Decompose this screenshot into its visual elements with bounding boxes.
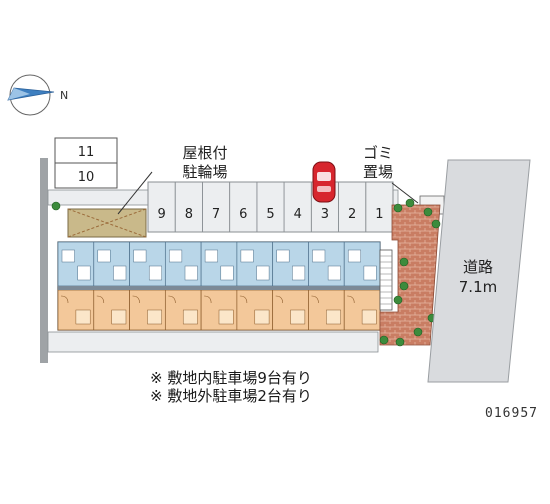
bicycle-parking: 屋根付 駐輪場 [67,144,228,238]
unit-closet [75,309,91,325]
compass-label: N [60,89,68,102]
south-boundary [47,331,379,353]
note-offsite-parking: ※ 敷地外駐車場2台有り [150,387,312,405]
unit-kitchen [77,265,91,281]
bicycle-parking-cross [67,208,147,238]
shrub-icon [393,295,403,305]
building-corridor [58,286,380,290]
unit-door-swing [239,295,248,304]
road-surface [427,159,531,383]
property-code: 016957 [485,406,538,421]
unit-bath [61,249,75,263]
car-icon [312,161,336,203]
unit-door-swing [60,295,69,304]
unit-door-swing [204,295,212,304]
unit-closet [111,309,127,325]
garbage-label: ゴミ [363,144,393,162]
unit-kitchen [220,265,234,281]
unit-door-swing [347,295,355,304]
unit-bath [133,249,147,263]
unit-closet [147,309,163,325]
road: 道路 7.1m [427,159,531,383]
bicycle-parking-label: 屋根付 [182,144,227,162]
shrub-icon [405,198,415,208]
unit-door-swing [132,295,140,304]
unit-closet [290,309,306,325]
parking-table-label: 10 [78,170,95,185]
bicycle-parking-label: 駐輪場 [182,163,227,181]
car-body [312,161,336,203]
parking-space-number: 4 [294,207,302,222]
unit-bath [169,249,183,263]
shrub-icon [399,257,409,267]
parking-space-number: 2 [348,207,356,222]
car-rear-window [317,186,331,192]
parking-space-number: 9 [157,207,165,222]
unit-bath [240,249,254,263]
shrub-icon [399,281,409,291]
unit-closet [361,309,377,325]
unit-kitchen [327,265,341,281]
unit-kitchen [363,265,377,281]
parking-table-label: 11 [78,145,95,160]
shrub-icon [423,207,433,217]
garbage-leader [391,182,419,204]
west-wall [40,158,48,363]
staircase [379,249,393,311]
unit-bath [312,249,326,263]
parking-spaces: 9 8 7 6 5 4 3 2 1 [147,181,394,233]
road-label: 道路 [463,258,493,276]
unit-bath [204,249,218,263]
shrub-icon [393,203,403,213]
parking-space-number: 1 [375,207,383,222]
parking-space-number: 5 [266,207,274,222]
unit-door-swing [96,295,105,304]
unit-bath [97,249,111,263]
unit-door-swing [168,295,176,304]
unit-kitchen [184,265,198,281]
unit-kitchen [148,265,163,281]
unit-closet [182,309,198,325]
greenery [51,198,441,347]
parking-space-number: 6 [239,207,247,222]
note-onsite-parking: ※ 敷地内駐車場9台有り [150,369,312,387]
stair-steps [380,255,392,305]
parking-space-number: 7 [212,207,220,222]
unit-closet [218,309,234,325]
unit-door-swing [275,295,283,304]
shrub-icon [413,327,423,337]
garbage-label: 置場 [363,163,393,181]
unit-bath [276,249,290,263]
unit-door-swing [311,295,319,304]
shrub-icon [51,201,61,211]
unit-bath [347,249,361,263]
compass: N [7,74,68,116]
unit-closet [326,309,341,325]
unit-kitchen [113,265,127,281]
brick-walkway [379,204,441,346]
unit-closet [254,309,270,325]
road-width: 7.1m [459,278,497,296]
shrub-icon [431,219,441,229]
parking-lot-area [147,181,394,233]
compass-needle-shade [8,88,30,100]
parking-lot: 9 8 7 6 5 4 3 2 1 [147,181,394,233]
unit-kitchen [292,265,306,281]
parking-space-number: 3 [321,207,329,222]
car-windshield [317,172,331,181]
apartment-units [57,241,381,331]
unit-kitchen [256,265,270,281]
shrub-icon [379,335,389,345]
offsite-parking-table: 11 10 [54,137,118,189]
shrub-icon [395,337,405,347]
bicycle-parking-leader [117,171,153,215]
parking-space-number: 8 [185,207,193,222]
apartment-building [57,241,381,331]
